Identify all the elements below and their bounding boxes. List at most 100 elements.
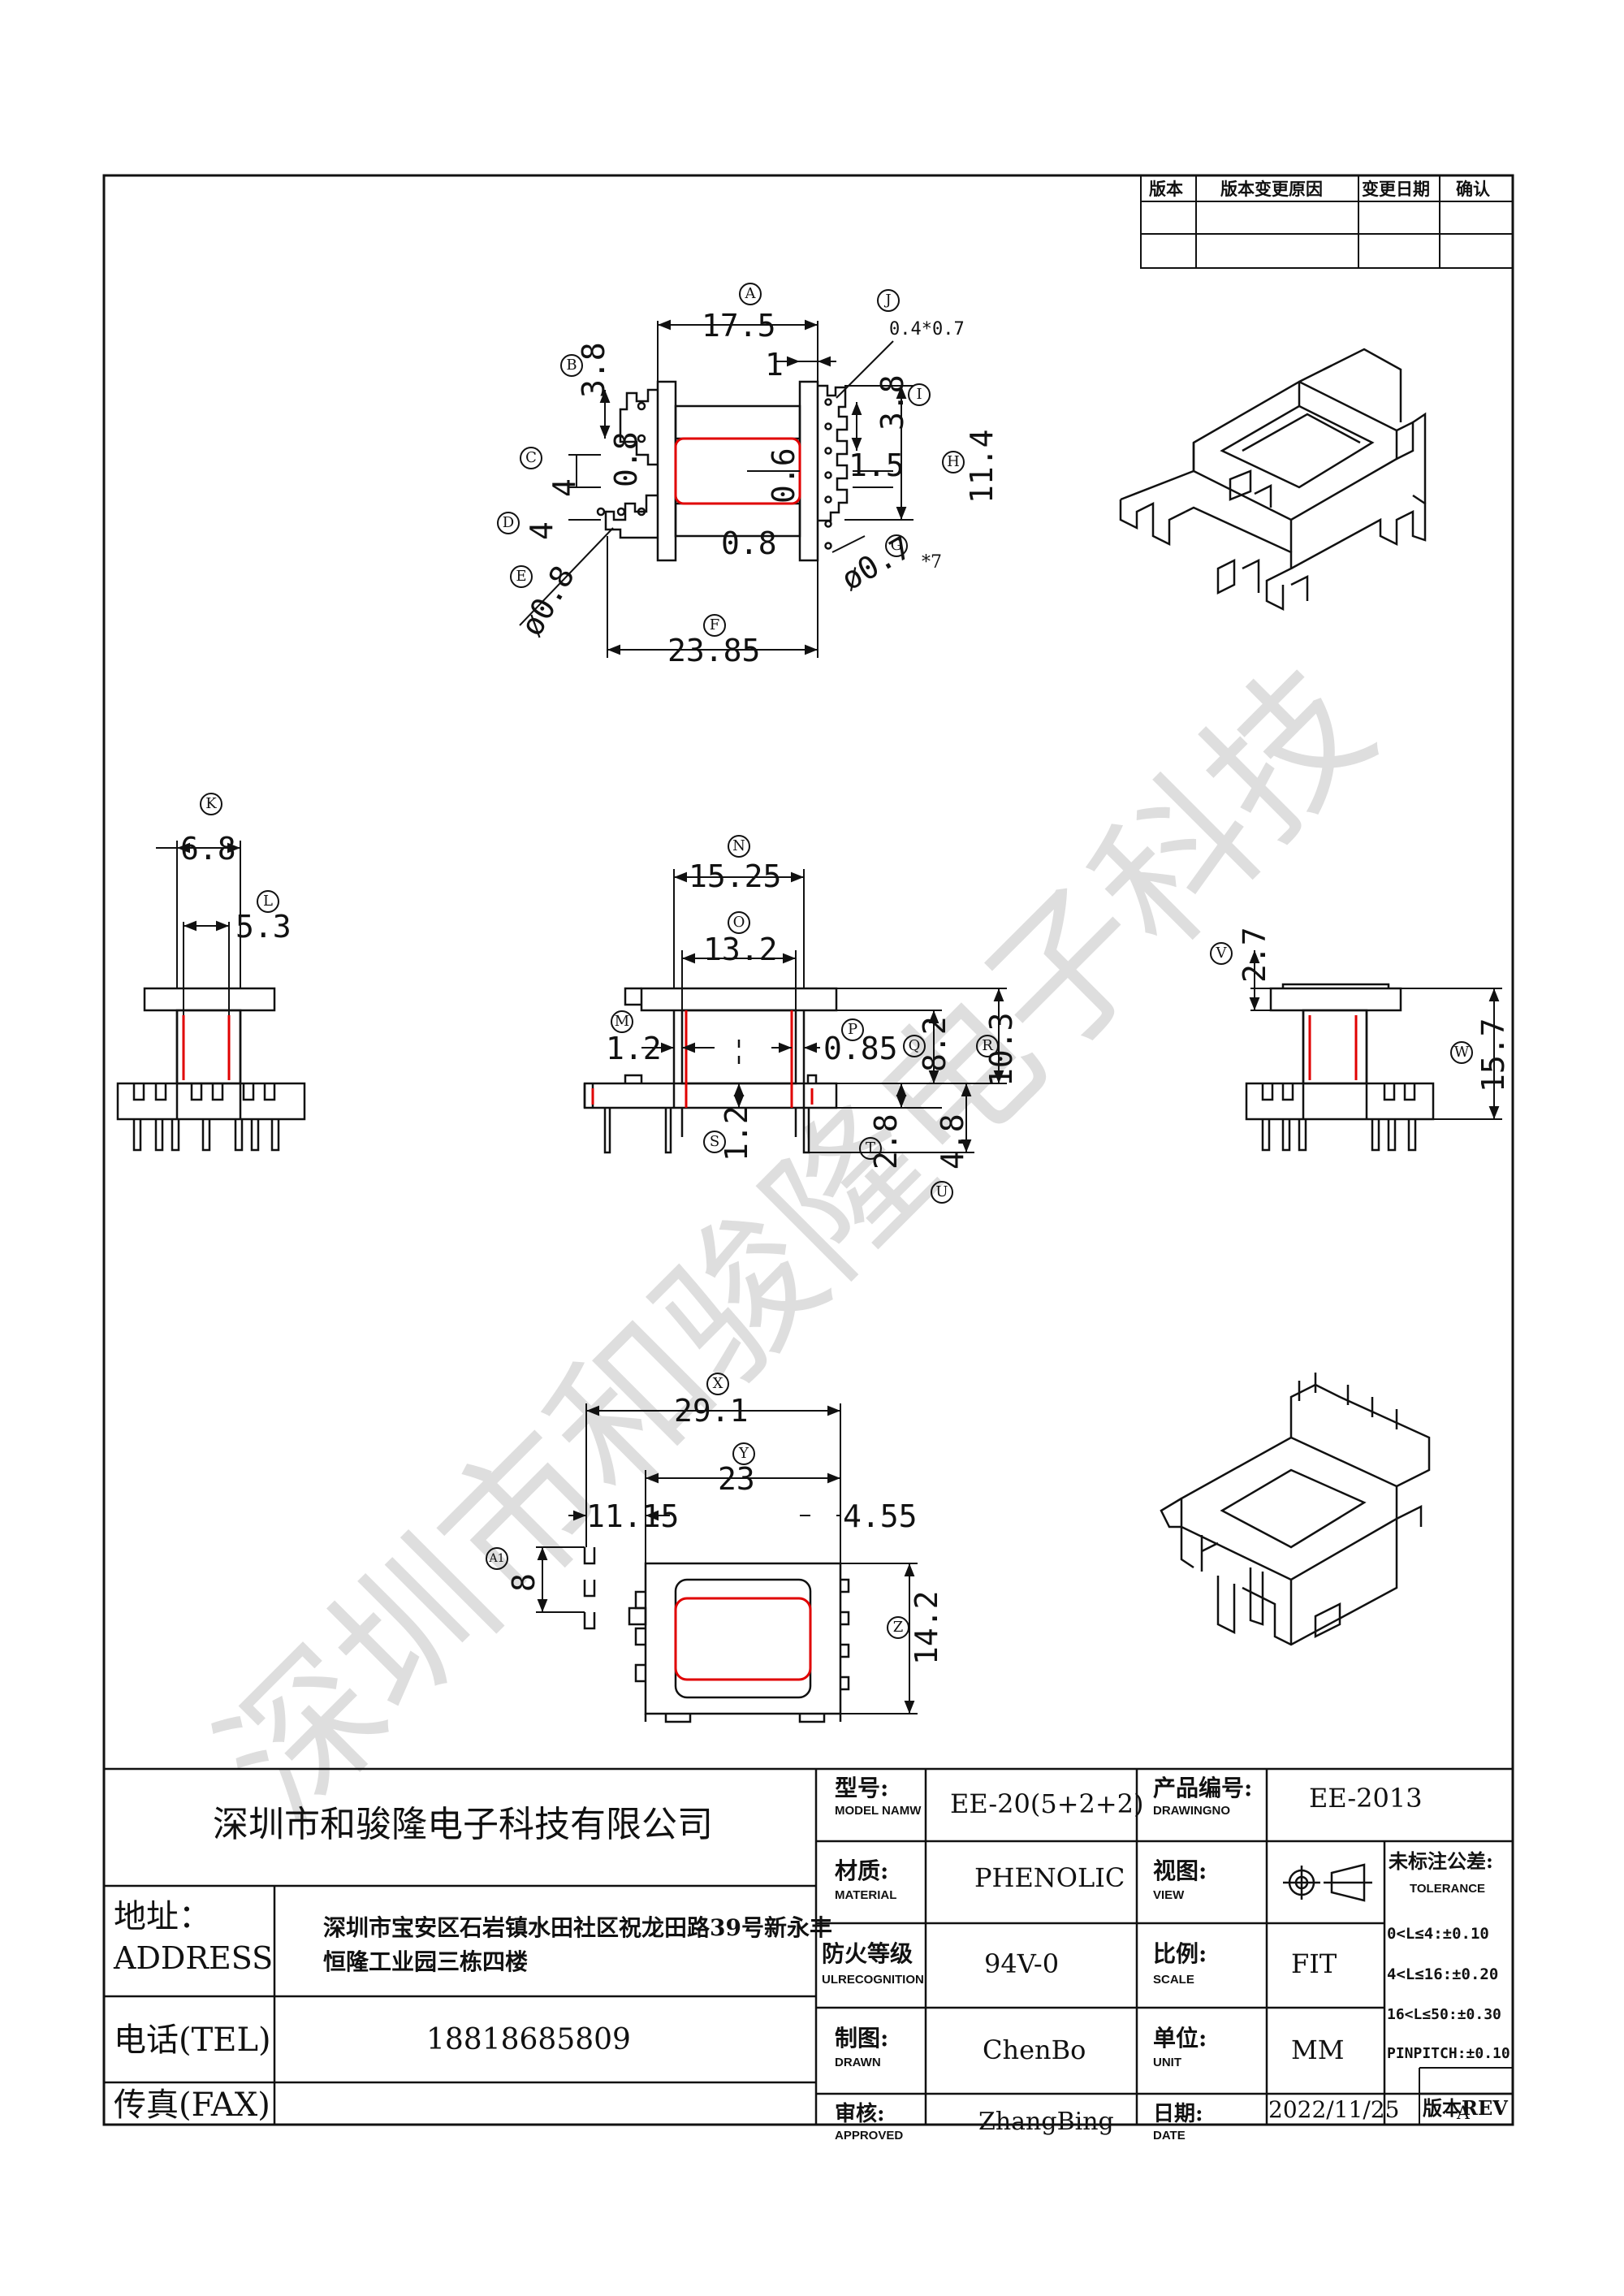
dim-a1-right: 4.55: [843, 1498, 918, 1534]
dim-m: 1.2: [606, 1031, 662, 1066]
fax-label: 传真(FAX): [114, 2086, 270, 2124]
circle-label-m: M: [611, 1010, 633, 1033]
model-label: 型号:: [835, 1775, 889, 1801]
dim-u: 4.8: [935, 1113, 970, 1170]
dim-zero-six: 0.6: [766, 448, 801, 504]
tel-label: 电话(TEL): [114, 2021, 271, 2059]
drawn-sublabel: DRAWN: [835, 2056, 881, 2069]
dim-b: 3.8: [576, 342, 611, 398]
dim-i: 3.8: [875, 374, 910, 430]
isometric-view-top: [1119, 348, 1427, 612]
dim-j: 0.4*0.7: [889, 319, 965, 339]
dim-c: 4: [546, 478, 582, 497]
circle-label-g: G: [885, 534, 908, 557]
circle-label-s: S: [703, 1131, 726, 1153]
circle-label-x: X: [706, 1373, 729, 1395]
scale-sublabel: SCALE: [1153, 1973, 1194, 1987]
view-label: 视图:: [1153, 1857, 1207, 1884]
circle-label-a1: A1: [486, 1547, 508, 1570]
title-block-extra: [1419, 2067, 1513, 2125]
flame-label: 防火等级: [822, 1940, 914, 1967]
circle-label-u: U: [931, 1181, 953, 1204]
drawing-no-label: 产品编号:: [1153, 1775, 1253, 1801]
circle-label-y: Y: [732, 1442, 755, 1465]
dim-k: 6.8: [180, 831, 236, 867]
dim-l: 5.3: [235, 909, 292, 945]
circle-label-o: O: [728, 911, 750, 934]
view-sublabel: VIEW: [1153, 1888, 1185, 1902]
bottom-view-core-window: [674, 1597, 812, 1681]
rev-label: 版本REV: [1423, 2096, 1508, 2120]
flame-sublabel: ULRECOGNITION: [822, 1973, 924, 1987]
dim-v: 2.7: [1237, 927, 1272, 983]
circle-label-t: T: [859, 1137, 882, 1160]
dim-a1: 8: [506, 1573, 542, 1592]
circle-label-p: P: [841, 1018, 864, 1041]
dim-t: 2.8: [868, 1113, 904, 1170]
unit-value: MM: [1291, 2034, 1345, 2065]
front-view-core-lines: [591, 1010, 814, 1108]
dim-y: 23: [718, 1461, 755, 1497]
circle-label-e: E: [510, 565, 533, 588]
flame-value: 94V-0: [984, 1948, 1060, 1979]
dim-s: 1.2: [719, 1105, 754, 1161]
circle-label-a: A: [739, 283, 762, 305]
unit-sublabel: UNIT: [1153, 2056, 1181, 2069]
date-sublabel: DATE: [1153, 2129, 1186, 2143]
address-line-1: 深圳市宝安区石岩镇水田社区祝龙田路39号新永丰: [323, 1914, 832, 1941]
dim-c2: 0.8: [608, 431, 644, 487]
title-block-grid: [104, 1767, 1513, 2125]
left-side-view-drawing: [116, 987, 306, 1152]
dim-r: 10.3: [983, 1012, 1019, 1087]
tolerance-row-4: PINPITCH:±0.10: [1387, 2045, 1510, 2062]
circle-label-l: L: [257, 890, 279, 913]
front-view-dimension-lines: [641, 869, 1007, 1153]
right-side-view-drawing: [1245, 983, 1435, 1152]
projection-symbol-icon: [1283, 1863, 1372, 1902]
revision-table-grid: [1140, 175, 1514, 269]
drawn-value: ChenBo: [983, 2034, 1086, 2065]
bottom-view-drawing: [583, 1547, 850, 1723]
dim-d: 4: [524, 521, 559, 540]
left-side-core-lines: [182, 1015, 231, 1080]
revision-header-reason: 版本变更原因: [1220, 179, 1323, 199]
approved-sublabel: APPROVED: [835, 2129, 904, 2143]
tel-value: 18818685809: [426, 2023, 631, 2056]
circle-label-w: W: [1450, 1041, 1473, 1064]
drawing-no-sublabel: DRAWINGNO: [1153, 1804, 1230, 1818]
right-side-dimension-lines: [1249, 950, 1502, 1120]
left-side-dimension-lines: [156, 841, 241, 1015]
circle-label-f: F: [703, 614, 726, 637]
material-sublabel: MATERIAL: [835, 1888, 897, 1902]
date-label: 日期:: [1153, 2102, 1203, 2126]
dim-h: 11.4: [964, 429, 1000, 504]
tolerance-row-1: 0<L≤4:±0.10: [1387, 1925, 1489, 1943]
dim-f: 23.85: [667, 633, 761, 668]
model-value: EE-20(5+2+2): [950, 1788, 1144, 1819]
dim-n: 15.25: [689, 858, 782, 894]
dim-x: 29.1: [674, 1393, 749, 1429]
circle-label-d: D: [497, 512, 520, 534]
circle-label-r: R: [976, 1035, 999, 1057]
unit-label: 单位:: [1153, 2025, 1207, 2052]
date-value: 2022/11/25: [1268, 2096, 1400, 2123]
dim-a1-left: 11.15: [586, 1498, 680, 1534]
watermark: 深圳市和骏隆电子科技: [188, 635, 1406, 1853]
dim-p: 0.85: [823, 1031, 898, 1066]
circle-label-v: V: [1210, 942, 1233, 965]
dim-o: 13.2: [703, 932, 778, 967]
material-value: PHENOLIC: [974, 1862, 1125, 1893]
tolerance-title: 未标注公差:: [1389, 1849, 1493, 1873]
material-label: 材质:: [835, 1857, 889, 1884]
approved-value: ZhangBing: [978, 2108, 1114, 2136]
top-view-dimension-lines: [519, 319, 914, 658]
dim-w: 15.7: [1475, 1018, 1511, 1092]
circle-label-j: J: [877, 289, 900, 312]
tolerance-row-2: 4<L≤16:±0.20: [1387, 1965, 1499, 1983]
rev-value: A: [1457, 2104, 1470, 2124]
drawn-label: 制图:: [835, 2025, 889, 2052]
circle-label-k: K: [200, 793, 222, 815]
sheet-border: [102, 174, 1514, 2126]
right-side-core-lines: [1308, 1015, 1358, 1080]
